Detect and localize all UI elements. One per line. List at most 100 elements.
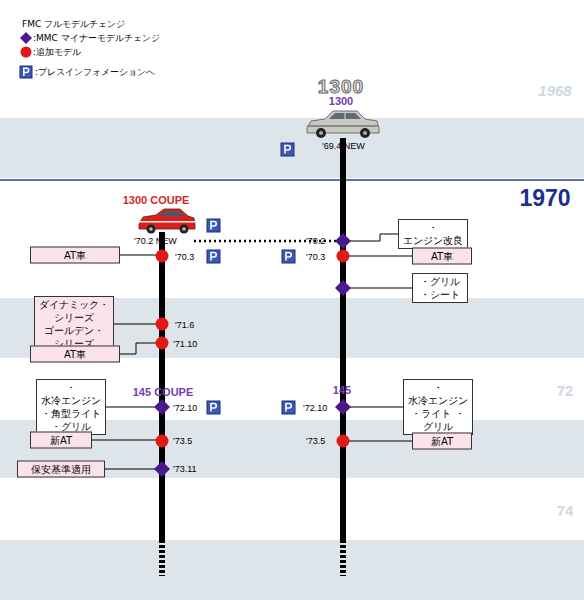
added-model-dot — [156, 337, 169, 350]
icon-square — [207, 250, 220, 263]
press-info-icon — [282, 401, 295, 414]
car-hub — [149, 227, 153, 231]
leader-line — [349, 234, 398, 241]
event-text: AT車 — [35, 249, 115, 262]
timeline — [340, 138, 346, 540]
year-band — [0, 540, 584, 600]
leader-line — [114, 324, 162, 325]
timeline-end — [340, 540, 346, 576]
event-box: AT車 — [412, 248, 472, 265]
mmc-diamond — [154, 399, 170, 415]
press-info-icon — [207, 401, 220, 414]
legend-diamond — [20, 32, 32, 44]
press-info-icon — [282, 250, 295, 263]
year-label: 1970 — [519, 187, 570, 210]
leader-line — [120, 343, 162, 354]
event-text: AT車 — [35, 348, 115, 361]
added-model-dot — [156, 250, 169, 263]
mmc-diamond — [335, 399, 351, 415]
leader-line — [343, 407, 403, 408]
added-model-dot — [156, 435, 169, 448]
date-label: '73.5 — [306, 437, 325, 446]
event-text: ダイナミック・シリーズ ゴールデン・シリーズ — [39, 298, 109, 350]
year-label: 1968 — [538, 83, 571, 98]
icon-glyph — [211, 222, 216, 230]
coupe-illustration — [139, 209, 195, 234]
event-box: 保安基準適用 — [17, 461, 105, 478]
date-label: '70.3 — [306, 253, 325, 262]
leader-line — [343, 441, 412, 442]
model-name: 1300 COUPE — [123, 195, 190, 206]
date-label: '73.11 — [173, 465, 197, 474]
legend-press-icon — [20, 66, 32, 78]
press-info-icon — [207, 219, 220, 232]
legend-text: FMC フルモデルチェンジ — [22, 20, 125, 29]
date-label: '70.3 — [175, 253, 194, 262]
date-label: '71.6 — [175, 321, 194, 330]
press-info-icon — [207, 250, 220, 263]
icon-glyph — [286, 253, 291, 261]
event-text: ・水冷エンジン ・角型ライト ・グリル — [41, 381, 101, 433]
sedan-illustration — [307, 111, 379, 138]
event-text: 保安基準適用 — [22, 463, 100, 476]
model-name: 145 COUPE — [133, 387, 194, 398]
model-name: 145 — [333, 385, 351, 396]
event-text: 新AT — [35, 434, 87, 447]
car-pillar — [344, 113, 345, 119]
event-text: AT車 — [417, 250, 467, 263]
press-info-icon — [281, 143, 294, 156]
car-hub — [182, 227, 186, 231]
icon-square — [20, 66, 32, 78]
date-label: '72.10 — [173, 404, 197, 413]
leader-line — [343, 256, 412, 257]
legend-text: :追加モデル — [33, 48, 81, 57]
event-box: 新AT — [30, 432, 92, 449]
car-wheel — [316, 128, 326, 138]
car-wheel — [180, 225, 189, 234]
car-window — [160, 211, 185, 216]
event-box: ダイナミック・シリーズ ゴールデン・シリーズ — [34, 296, 114, 352]
model-heading: 1300 — [318, 77, 364, 96]
leader-line — [92, 440, 162, 441]
icon-glyph — [285, 146, 290, 154]
legend-dot — [21, 47, 32, 58]
icon-square — [207, 401, 220, 414]
car-trim — [307, 125, 379, 127]
date-label: '69.4 NEW — [322, 142, 365, 151]
mmc-diamond — [335, 280, 351, 296]
event-box: ・グリル ・シート — [412, 273, 468, 303]
mmc-diamond — [335, 233, 351, 249]
model-name: 1300 — [329, 96, 353, 107]
event-box: ・エンジン改良 — [398, 219, 468, 249]
year-label: 72 — [557, 383, 574, 398]
icon-square — [282, 401, 295, 414]
mmc-diamond — [154, 461, 170, 477]
leader-line — [343, 288, 412, 289]
event-text: ・水冷エンジン ・ライト ・グリル — [408, 381, 468, 433]
car-trim — [139, 221, 195, 223]
event-text: 新AT — [417, 435, 467, 448]
icon-glyph — [286, 404, 291, 412]
added-model-dot — [156, 318, 169, 331]
year-band — [0, 118, 584, 178]
date-label: '72.10 — [303, 404, 327, 413]
icon-square — [207, 219, 220, 232]
leader-line — [105, 469, 162, 470]
car-window — [329, 113, 361, 119]
leader-line — [106, 407, 162, 408]
car-hub — [363, 131, 367, 135]
car-wheel — [360, 128, 370, 138]
legend-text: :プレスインフォメーションへ — [35, 68, 155, 77]
icon-glyph — [24, 68, 29, 76]
car-hub — [319, 131, 323, 135]
event-text: ・エンジン改良 — [403, 221, 463, 247]
date-label: '70.2 NEW — [134, 237, 177, 246]
icon-glyph — [211, 253, 216, 261]
date-label: '73.5 — [173, 437, 192, 446]
event-box: ・水冷エンジン ・ライト ・グリル — [403, 379, 473, 435]
date-label: '70.2 — [306, 237, 325, 246]
icon-square — [282, 250, 295, 263]
year-label: 74 — [557, 503, 574, 518]
car-wheel — [147, 225, 156, 234]
